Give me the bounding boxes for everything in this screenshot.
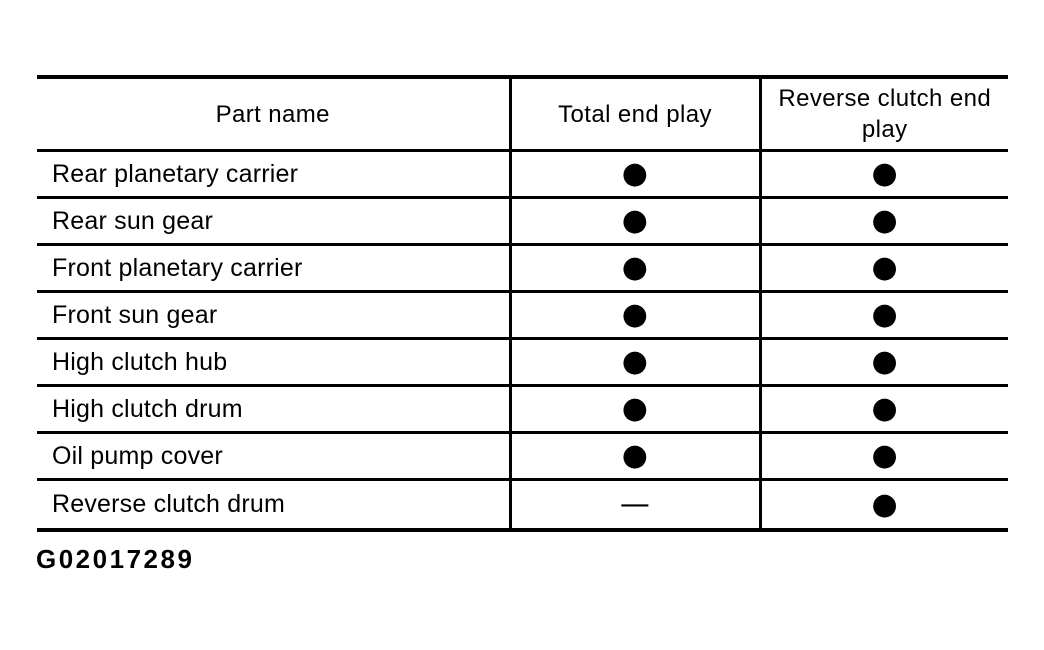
column-header-part-name: Part name	[37, 77, 512, 152]
table-row: Front sun gear ● ●	[37, 291, 1008, 340]
column-header-total-end-play: Total end play	[510, 77, 762, 152]
table-row: Oil pump cover ● ●	[37, 432, 1008, 481]
reverse-clutch-end-play-marker: ●	[760, 291, 1008, 340]
column-header-reverse-clutch-end-play: Reverse clutch end play	[760, 77, 1008, 152]
table-row: Rear sun gear ● ●	[37, 197, 1008, 246]
total-end-play-marker: ●	[510, 432, 762, 481]
part-name-cell: Rear planetary carrier	[37, 150, 512, 199]
part-name-cell: Front planetary carrier	[37, 244, 512, 293]
total-end-play-marker: ●	[510, 150, 762, 199]
total-end-play-marker: ●	[510, 385, 762, 434]
part-name-cell: Reverse clutch drum	[37, 479, 512, 530]
reverse-clutch-end-play-marker: ●	[760, 150, 1008, 199]
part-name-cell: Oil pump cover	[37, 432, 512, 481]
table-row: Reverse clutch drum — ●	[37, 479, 1008, 530]
reverse-clutch-end-play-marker: ●	[760, 432, 1008, 481]
reverse-clutch-end-play-marker: ●	[760, 197, 1008, 246]
reverse-clutch-end-play-marker: ●	[760, 385, 1008, 434]
part-name-cell: High clutch drum	[37, 385, 512, 434]
table-row: High clutch hub ● ●	[37, 338, 1008, 387]
part-name-cell: Front sun gear	[37, 291, 512, 340]
table-row: Rear planetary carrier ● ●	[37, 150, 1008, 199]
part-name-cell: Rear sun gear	[37, 197, 512, 246]
total-end-play-marker: ●	[510, 291, 762, 340]
part-name-cell: High clutch hub	[37, 338, 512, 387]
total-end-play-marker: —	[510, 479, 762, 530]
table-row: Front planetary carrier ● ●	[37, 244, 1008, 293]
reverse-clutch-end-play-marker: ●	[760, 338, 1008, 387]
table-row: High clutch drum ● ●	[37, 385, 1008, 434]
total-end-play-marker: ●	[510, 338, 762, 387]
total-end-play-marker: ●	[510, 244, 762, 293]
reverse-clutch-end-play-marker: ●	[871, 486, 898, 522]
table-header-row: Part name Total end play Reverse clutch …	[37, 77, 1008, 152]
reverse-clutch-end-play-marker: ●	[760, 244, 1008, 293]
end-play-parts-table: Part name Total end play Reverse clutch …	[37, 75, 1008, 532]
figure-id: G02017289	[36, 544, 195, 574]
total-end-play-marker: ●	[510, 197, 762, 246]
